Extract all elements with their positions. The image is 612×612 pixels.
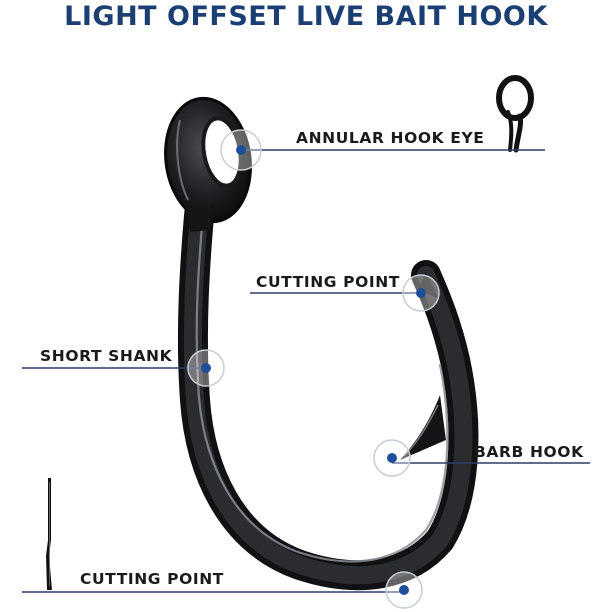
hook-eye-side-view-icon bbox=[496, 75, 534, 153]
hook-point-profile-icon bbox=[46, 478, 52, 590]
page-title: LIGHT OFFSET LIVE BAIT HOOK bbox=[64, 1, 548, 32]
label-short-shank: SHORT SHANK bbox=[40, 347, 173, 365]
label-barb-hook: BARB HOOK bbox=[474, 443, 584, 461]
label-annular-hook-eye: ANNULAR HOOK EYE bbox=[296, 129, 485, 147]
fish-hook-icon bbox=[164, 96, 479, 591]
callout-short-shank bbox=[22, 349, 225, 387]
label-cutting-point-tip: CUTTING POINT bbox=[256, 273, 400, 291]
callout-annular-hook-eye bbox=[220, 129, 545, 171]
callout-cutting-point-bottom bbox=[22, 571, 423, 609]
callout-cutting-point-tip bbox=[250, 274, 440, 312]
label-cutting-point-bottom: CUTTING POINT bbox=[80, 570, 224, 588]
callout-barb-hook bbox=[373, 439, 590, 477]
